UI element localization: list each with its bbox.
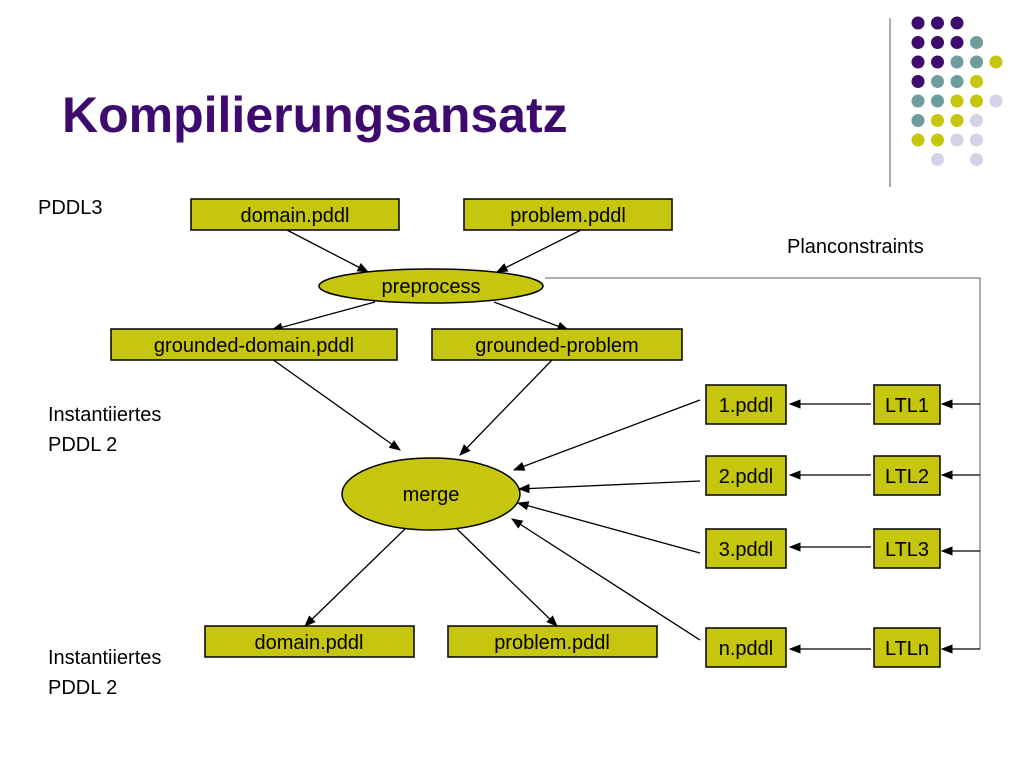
decorative-dot [911,55,925,69]
decorative-dot [911,94,925,108]
decorative-dot [931,114,944,127]
instantiated-pddl2-label-top: Instantiiertes PDDL 2 [48,404,162,456]
slide-title: Kompilierungsansatz [62,87,568,143]
node-domain-out: domain.pddl [204,625,415,658]
edge-grounded-domain-to-merge [271,358,401,451]
node-p2-label: 2.pddl [719,466,774,488]
decorative-dot [989,94,1003,108]
edge-p3-to-merge [516,501,701,554]
decorative-dot [970,133,983,147]
edge-preprocess-to-grounded-problem [493,301,570,331]
decorative-dot [931,153,944,166]
decorative-dot [970,114,983,127]
decorative-dot [911,16,925,30]
node-p3-label: 3.pddl [719,539,774,561]
decorative-dot [931,55,944,69]
decorative-dot [911,114,925,127]
decorative-dot [931,133,944,147]
edge-domain-to-preprocess [284,228,370,273]
node-domain-in-label: domain.pddl [241,205,350,227]
decorative-dot [931,94,944,108]
decorative-dot [950,75,964,88]
node-ltl2-label: LTL2 [885,466,929,488]
edge-p1-to-merge [512,399,701,471]
edge-grounded-problem-to-merge [459,358,554,456]
decorative-dot [931,36,944,49]
decorative-dot [970,36,983,49]
decorative-dot [970,153,983,166]
decorative-dot [950,114,964,127]
edge-preprocess-to-grounded-domain [270,301,376,332]
pddl3-label: PDDL3 [38,197,103,219]
node-ltl2: LTL2 [873,455,941,496]
node-ltln-label: LTLn [885,638,929,660]
decorative-dot [911,133,925,147]
node-problem-in-label: problem.pddl [510,205,626,227]
edge-planconstraints-bus [545,277,981,649]
node-preprocess-label: preprocess [382,276,481,298]
decorative-dot [950,36,964,49]
decorative-dot [970,55,983,69]
node-grounded-domain-label: grounded-domain.pddl [154,335,354,357]
node-p2: 2.pddl [705,455,787,496]
node-p3: 3.pddl [705,528,787,569]
node-grounded-problem: grounded-problem [431,328,683,361]
decorative-dot [950,55,964,69]
node-ltl1: LTL1 [873,384,941,425]
node-problem-in: problem.pddl [463,198,673,231]
node-domain-in: domain.pddl [190,198,400,231]
node-merge-label: merge [403,484,460,506]
decorative-dot [950,133,964,147]
edge-problem-to-preprocess [495,228,584,273]
node-ltl3-label: LTL3 [885,539,929,561]
edge-p2-to-merge [517,480,701,494]
edge-merge-to-domain-out [304,528,406,627]
decorative-dot [931,75,944,88]
decorative-dot [989,55,1003,69]
instantiated-pddl2-label-bottom: Instantiiertes PDDL 2 [48,647,162,699]
decorative-dot [911,75,925,88]
node-problem-out: problem.pddl [447,625,658,658]
decorative-dot-grid [911,16,1003,166]
edge-pn-to-merge [511,518,701,641]
node-ltln: LTLn [873,627,941,668]
decorative-dot [911,36,925,49]
planconstraints-label: Planconstraints [787,236,924,258]
edge-merge-to-problem-out [456,528,558,627]
decorative-dot [931,16,944,30]
node-p1: 1.pddl [705,384,787,425]
node-pn: n.pddl [705,627,787,668]
decorative-dot [970,94,983,108]
node-preprocess: preprocess [318,268,544,304]
decorative-dot [950,16,964,30]
node-problem-out-label: problem.pddl [494,632,610,654]
node-p1-label: 1.pddl [719,395,774,417]
node-pn-label: n.pddl [719,638,774,660]
node-merge: merge [341,457,521,531]
node-grounded-problem-label: grounded-problem [475,335,638,357]
node-ltl1-label: LTL1 [885,395,929,417]
node-domain-out-label: domain.pddl [255,632,364,654]
decorative-dot [950,94,964,108]
node-grounded-domain: grounded-domain.pddl [110,328,398,361]
node-ltl3: LTL3 [873,528,941,569]
decorative-dot [970,75,983,88]
